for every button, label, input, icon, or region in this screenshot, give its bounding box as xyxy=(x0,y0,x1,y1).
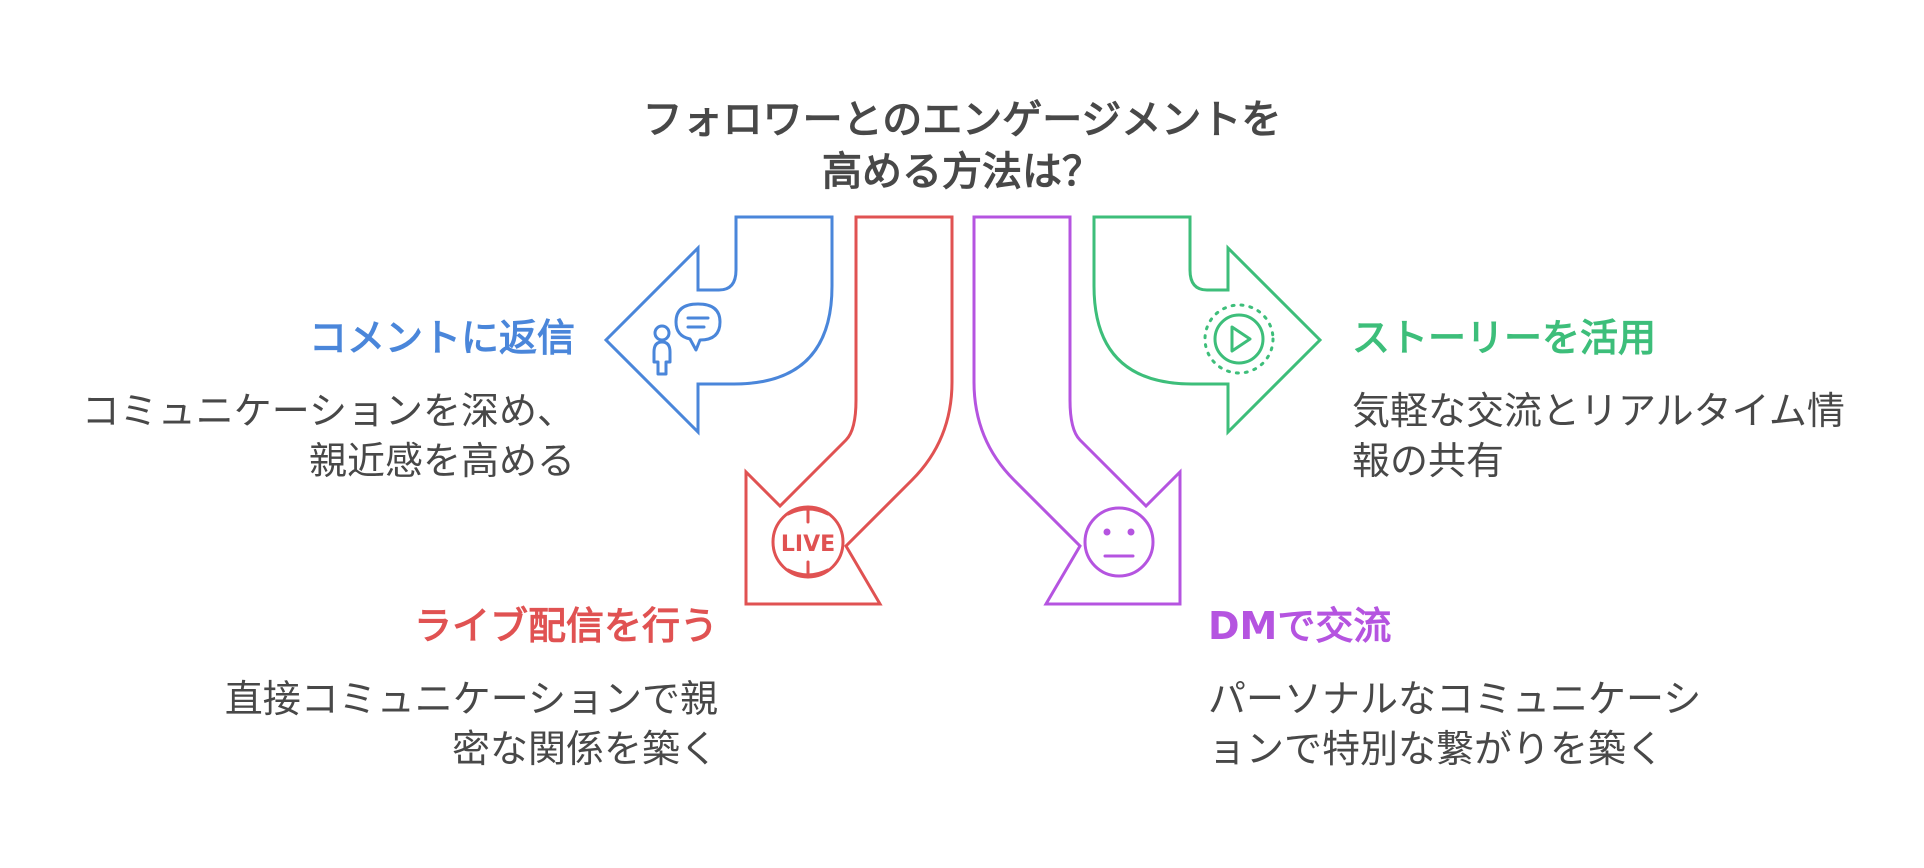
desc-dm-line-2: ョンで特別な繋がりを築く xyxy=(1208,727,1665,771)
heading-dm: DMで交流 xyxy=(1208,604,1392,648)
desc-dm-line-1: パーソナルなコミュニケーシ xyxy=(1208,677,1702,721)
desc-live-stream-line-1: 直接コミュニケーションで親 xyxy=(224,677,718,721)
arrow-dm xyxy=(972,215,1182,606)
desc-comment-reply-line-2: 親近感を高める xyxy=(308,439,575,483)
title-line-1: フォロワーとのエンゲージメントを xyxy=(642,97,1282,143)
desc-live-stream-line-2: 密な関係を築く xyxy=(451,727,718,771)
arrow-comment-reply xyxy=(603,215,834,436)
desc-dm: パーソナルなコミュニケーシ ョンで特別な繋がりを築く xyxy=(1208,674,1768,774)
neutral-face-icon xyxy=(1083,506,1155,578)
heading-live-stream: ライブ配信を行う xyxy=(413,604,718,648)
desc-comment-reply: コミュニケーションを深め、 親近感を高める xyxy=(40,386,575,486)
desc-live-stream: 直接コミュニケーションで親 密な関係を築く xyxy=(160,674,718,774)
live-globe-icon xyxy=(771,505,845,579)
diagram-title: フォロワーとのエンゲージメントを 高める方法は？ xyxy=(612,94,1312,198)
arrow-stories xyxy=(1092,215,1323,436)
live-icon-text: LIVE xyxy=(781,532,835,557)
play-circle-icon xyxy=(1203,303,1275,375)
desc-comment-reply-line-1: コミュニケーションを深め、 xyxy=(81,389,575,433)
desc-stories-line-2: 報の共有 xyxy=(1352,439,1505,483)
heading-stories: ストーリーを活用 xyxy=(1352,316,1657,360)
desc-stories: 気軽な交流とリアルタイム情 報の共有 xyxy=(1352,386,1892,486)
title-line-2: 高める方法は？ xyxy=(822,149,1102,195)
heading-comment-reply: コメントに返信 xyxy=(308,316,575,360)
desc-stories-line-1: 気軽な交流とリアルタイム情 xyxy=(1352,389,1845,433)
chat-person-icon xyxy=(652,302,722,376)
arrow-live-stream xyxy=(744,215,954,606)
